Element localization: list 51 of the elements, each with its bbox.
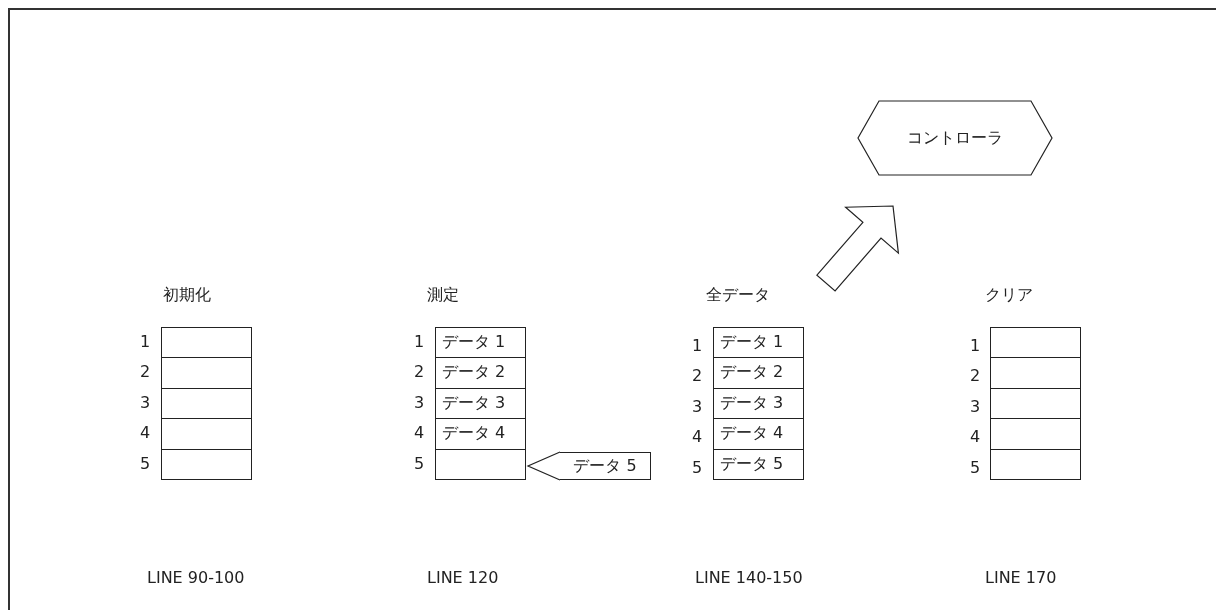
row-number: 3 <box>970 396 981 416</box>
empty-memory-cell <box>990 448 1081 480</box>
empty-memory-cell <box>990 357 1081 389</box>
block-arrow <box>816 205 900 292</box>
row-number: 4 <box>970 427 981 447</box>
empty-memory-cell <box>161 357 252 389</box>
hexagon-node <box>857 100 1053 176</box>
block-arrow <box>526 451 561 481</box>
row-number: 1 <box>140 332 151 351</box>
line-range-label: LINE 170 <box>985 568 1057 587</box>
row-number: 2 <box>970 366 981 386</box>
empty-memory-cell <box>990 327 1081 359</box>
row-number: 2 <box>414 362 425 382</box>
memory-cell: データ 3 <box>435 387 526 420</box>
empty-memory-cell <box>161 448 252 480</box>
row-number: 4 <box>140 423 151 443</box>
row-number: 1 <box>970 336 981 355</box>
line-range-label: LINE 140-150 <box>695 568 803 587</box>
row-number: 5 <box>140 453 151 473</box>
row-number: 4 <box>692 427 703 447</box>
memory-cell: データ 4 <box>435 418 526 450</box>
column-heading: クリア <box>985 285 1033 306</box>
memory-cell: データ 2 <box>713 357 804 389</box>
memory-cell: データ 3 <box>713 387 804 420</box>
node-label: コントローラ <box>907 127 1003 149</box>
empty-memory-cell <box>161 418 252 450</box>
line-range-label: LINE 90-100 <box>147 568 245 587</box>
row-number: 1 <box>692 336 703 355</box>
row-number: 2 <box>692 366 703 386</box>
memory-cell: データ 1 <box>435 327 526 359</box>
memory-cell: データ 1 <box>713 327 804 359</box>
row-number: 3 <box>692 396 703 416</box>
memory-cell: データ 5 <box>713 448 804 480</box>
row-number: 3 <box>414 392 425 412</box>
line-range-label: LINE 120 <box>427 568 499 587</box>
empty-memory-cell <box>990 418 1081 450</box>
empty-memory-cell <box>990 387 1081 420</box>
column-heading: 測定 <box>427 285 459 306</box>
empty-memory-cell <box>161 327 252 359</box>
row-number: 4 <box>414 423 425 443</box>
column-heading: 初期化 <box>163 285 211 306</box>
empty-memory-cell <box>161 387 252 420</box>
row-number: 2 <box>140 362 151 382</box>
row-number: 3 <box>140 392 151 412</box>
memory-cell: データ 2 <box>435 357 526 389</box>
column-heading: 全データ <box>706 285 770 306</box>
row-number: 1 <box>414 332 425 351</box>
row-number: 5 <box>970 457 981 477</box>
row-number: 5 <box>692 457 703 477</box>
memory-cell: データ 4 <box>713 418 804 450</box>
row-number: 5 <box>414 453 425 473</box>
